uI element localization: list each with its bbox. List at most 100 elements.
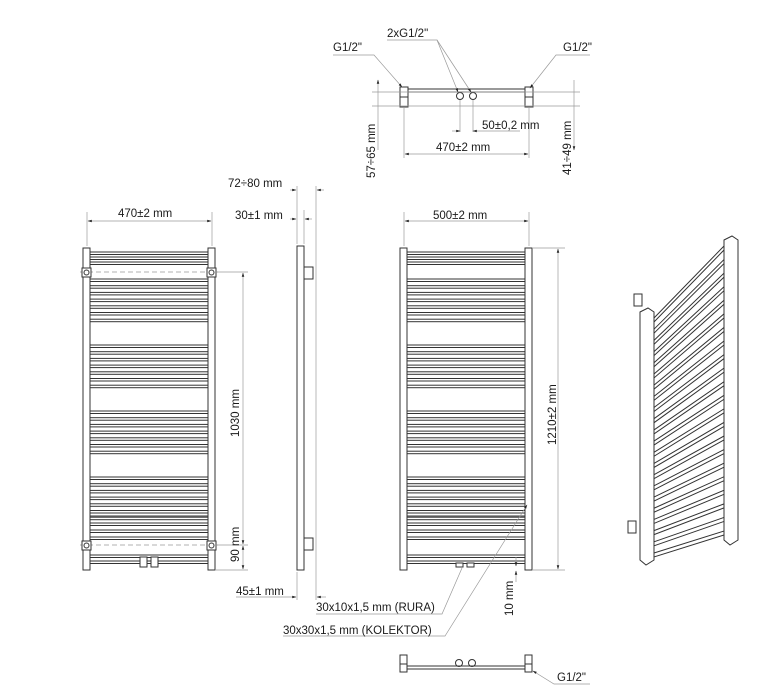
left-bracket-bottom: [399, 654, 408, 665]
rung: [406, 364, 526, 369]
right-bracket-bottom: [524, 654, 533, 665]
mount-bolt-icon: [81, 267, 92, 278]
connection-circle-icon: [455, 659, 463, 667]
rung: [89, 410, 209, 414]
rung: [406, 516, 526, 521]
rung: [406, 256, 526, 260]
side-view: 72÷80 mm 30±1 mm 45±1 mm: [228, 178, 326, 600]
rung: [406, 351, 526, 355]
rung: [89, 483, 209, 487]
top-view: G1/2" 2xG1/2" G1/2" 50±0,2 mm 470±2 mm 5…: [333, 28, 592, 178]
rung: [89, 298, 209, 303]
rung: [406, 278, 526, 282]
iso-bracket: [627, 520, 637, 534]
bottom-offset-dim: 10 mm: [504, 581, 516, 616]
right-collector: [524, 247, 533, 571]
rung: [89, 384, 209, 389]
connection-circle-icon: [468, 659, 476, 667]
left-bracket-top: [399, 96, 409, 108]
rung: [406, 529, 526, 533]
rung: [89, 444, 209, 448]
connection-circle-icon: [456, 92, 464, 100]
wall-distance-left-dim: 57÷65 mm: [366, 124, 378, 178]
rung: [406, 522, 526, 526]
rung: [89, 536, 209, 540]
valve-connection: [139, 556, 148, 568]
rung: [406, 536, 526, 540]
right-bracket-top: [524, 96, 534, 108]
valve-connection: [466, 562, 475, 568]
bottom-view: G1/2": [399, 654, 590, 685]
rung: [89, 256, 209, 260]
rung: [89, 261, 209, 265]
rung: [89, 560, 209, 564]
rung: [406, 437, 526, 441]
height-dim: 1210±2 mm: [547, 384, 559, 445]
front-view: 470±2 mm 1030 mm 90 mm: [80, 208, 248, 571]
wall-distance-right-dim: 41÷49 mm: [562, 121, 574, 175]
rung: [89, 371, 209, 375]
rung: [406, 378, 526, 382]
rung: [89, 522, 209, 526]
rung: [406, 318, 526, 323]
collector-label: 30x30x1,5 mm (KOLEKTOR): [283, 625, 432, 637]
rung: [406, 417, 526, 421]
left-collector: [399, 247, 408, 571]
valve-connection: [150, 556, 159, 568]
rung: [406, 251, 526, 255]
front-width-dim: 470±2 mm: [118, 208, 172, 220]
rung: [406, 560, 526, 564]
iso-right-collector: [723, 235, 739, 546]
rung: [406, 312, 526, 316]
rung: [89, 351, 209, 355]
connection-circle-icon: [469, 92, 477, 100]
rung: [406, 291, 526, 296]
isometric-view: [627, 235, 739, 566]
rung: [406, 285, 526, 289]
valve-connection: [455, 562, 464, 568]
rung: [89, 516, 209, 521]
rung: [406, 476, 526, 480]
rung: [406, 410, 526, 414]
left-connection-label: G1/2": [333, 42, 362, 54]
tube-label: 30x10x1,5 mm (RURA): [316, 602, 435, 614]
mount-spacing-dim: 1030 mm: [230, 389, 242, 437]
rung: [406, 344, 526, 348]
rung: [89, 318, 209, 323]
rung: [89, 510, 209, 514]
rung: [89, 305, 209, 309]
back-width-dim: 500±2 mm: [433, 210, 487, 222]
rung: [406, 371, 526, 375]
rung: [89, 364, 209, 369]
rung-bottom: [406, 665, 526, 670]
rung: [89, 344, 209, 348]
right-collector-bottom: [524, 663, 533, 673]
bottom-depth-dim: 45±1 mm: [236, 586, 284, 598]
rung: [89, 437, 209, 441]
rung: [89, 357, 209, 362]
rung: [406, 503, 526, 507]
top-width-dim: 470±2 mm: [436, 142, 490, 154]
rung: [89, 251, 209, 255]
rung: [89, 378, 209, 382]
rung: [89, 476, 209, 480]
mount-bolt-icon: [81, 540, 92, 551]
center-connections-label: 2xG1/2": [387, 28, 428, 40]
rung: [89, 489, 209, 494]
mount-bolt-icon: [206, 267, 217, 278]
iso-left-collector: [639, 307, 655, 566]
rung: [406, 496, 526, 501]
rung: [406, 357, 526, 362]
rung: [406, 423, 526, 428]
bottom-connection-label: G1/2": [557, 672, 586, 684]
rung: [406, 430, 526, 435]
right-collector: [207, 247, 216, 571]
rung: [89, 278, 209, 282]
rung: [89, 423, 209, 428]
rung: [89, 450, 209, 455]
rung: [406, 483, 526, 487]
rung: [89, 417, 209, 421]
rung: [406, 305, 526, 309]
